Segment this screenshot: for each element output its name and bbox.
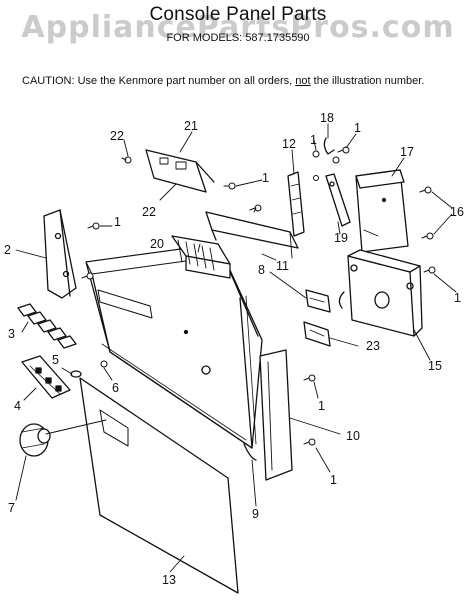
part-8-switch (305, 289, 331, 313)
callout-10: 10 (346, 429, 360, 443)
part-20-connector (171, 235, 231, 279)
callout-9: 9 (252, 507, 259, 521)
part-15-timer (338, 249, 423, 337)
callout-2: 2 (4, 243, 11, 257)
part-19-bracket (325, 173, 351, 227)
callout-17: 17 (400, 145, 414, 159)
part-21-board-bracket (145, 149, 215, 193)
callout-1-strip: 1 (310, 133, 317, 147)
part-23-switch (303, 321, 331, 347)
callout-1-timer: 1 (454, 291, 461, 305)
part-10-end-cap (259, 349, 293, 481)
models-label: FOR MODELS: (166, 32, 243, 44)
callout-1-clip: 1 (354, 121, 361, 135)
callout-4: 4 (14, 399, 21, 413)
callout-21: 21 (184, 119, 198, 133)
callout-5: 5 (52, 353, 59, 367)
part-7-knob (19, 423, 51, 457)
callout-1-bracket: 1 (114, 215, 121, 229)
callout-3: 3 (8, 327, 15, 341)
callout-20: 20 (150, 237, 164, 251)
caution-note: CAUTION: Use the Kenmore part number on … (22, 75, 424, 87)
part-2-left-bracket (43, 209, 77, 299)
callout-23: 23 (366, 339, 380, 353)
part-13-front-panel (79, 377, 239, 594)
callout-13: 13 (162, 573, 176, 587)
callout-22-bottom: 22 (142, 205, 156, 219)
page-title: Console Panel Parts (149, 4, 327, 25)
callout-6: 6 (112, 381, 119, 395)
part-9-console-body (85, 243, 263, 461)
part-18-clip (323, 137, 335, 155)
callout-1-cap-top: 1 (318, 399, 325, 413)
part-12-strip (287, 171, 305, 237)
callout-1-board: 1 (262, 171, 269, 185)
callout-12: 12 (282, 137, 296, 151)
callout-16: 16 (450, 205, 464, 219)
screws (81, 146, 436, 446)
caution-prefix: CAUTION: Use the Kenmore part number on … (22, 75, 293, 87)
part-4-switch-strip (21, 355, 71, 399)
models-line: FOR MODELS: 587.1735590 (0, 32, 476, 44)
part-5-clip (70, 370, 82, 378)
callout-labels: 22 21 22 1 12 1 18 1 17 16 19 1 2 20 11 … (4, 111, 464, 587)
callout-1-cap-bottom: 1 (330, 473, 337, 487)
caution-emphasis: not (295, 75, 311, 87)
callout-8: 8 (258, 263, 265, 277)
part-11-rail (205, 211, 299, 259)
callout-7: 7 (8, 501, 15, 515)
caution-suffix: the illustration number. (313, 75, 425, 87)
callout-22-top: 22 (110, 129, 124, 143)
leader-lines (15, 123, 457, 573)
part-3-keypad (17, 303, 77, 349)
callout-15: 15 (428, 359, 442, 373)
models-value: 587.1735590 (245, 32, 310, 44)
callout-18: 18 (320, 111, 334, 125)
part-17-cover (355, 169, 409, 253)
callout-11: 11 (276, 259, 289, 273)
callout-19: 19 (334, 231, 348, 245)
